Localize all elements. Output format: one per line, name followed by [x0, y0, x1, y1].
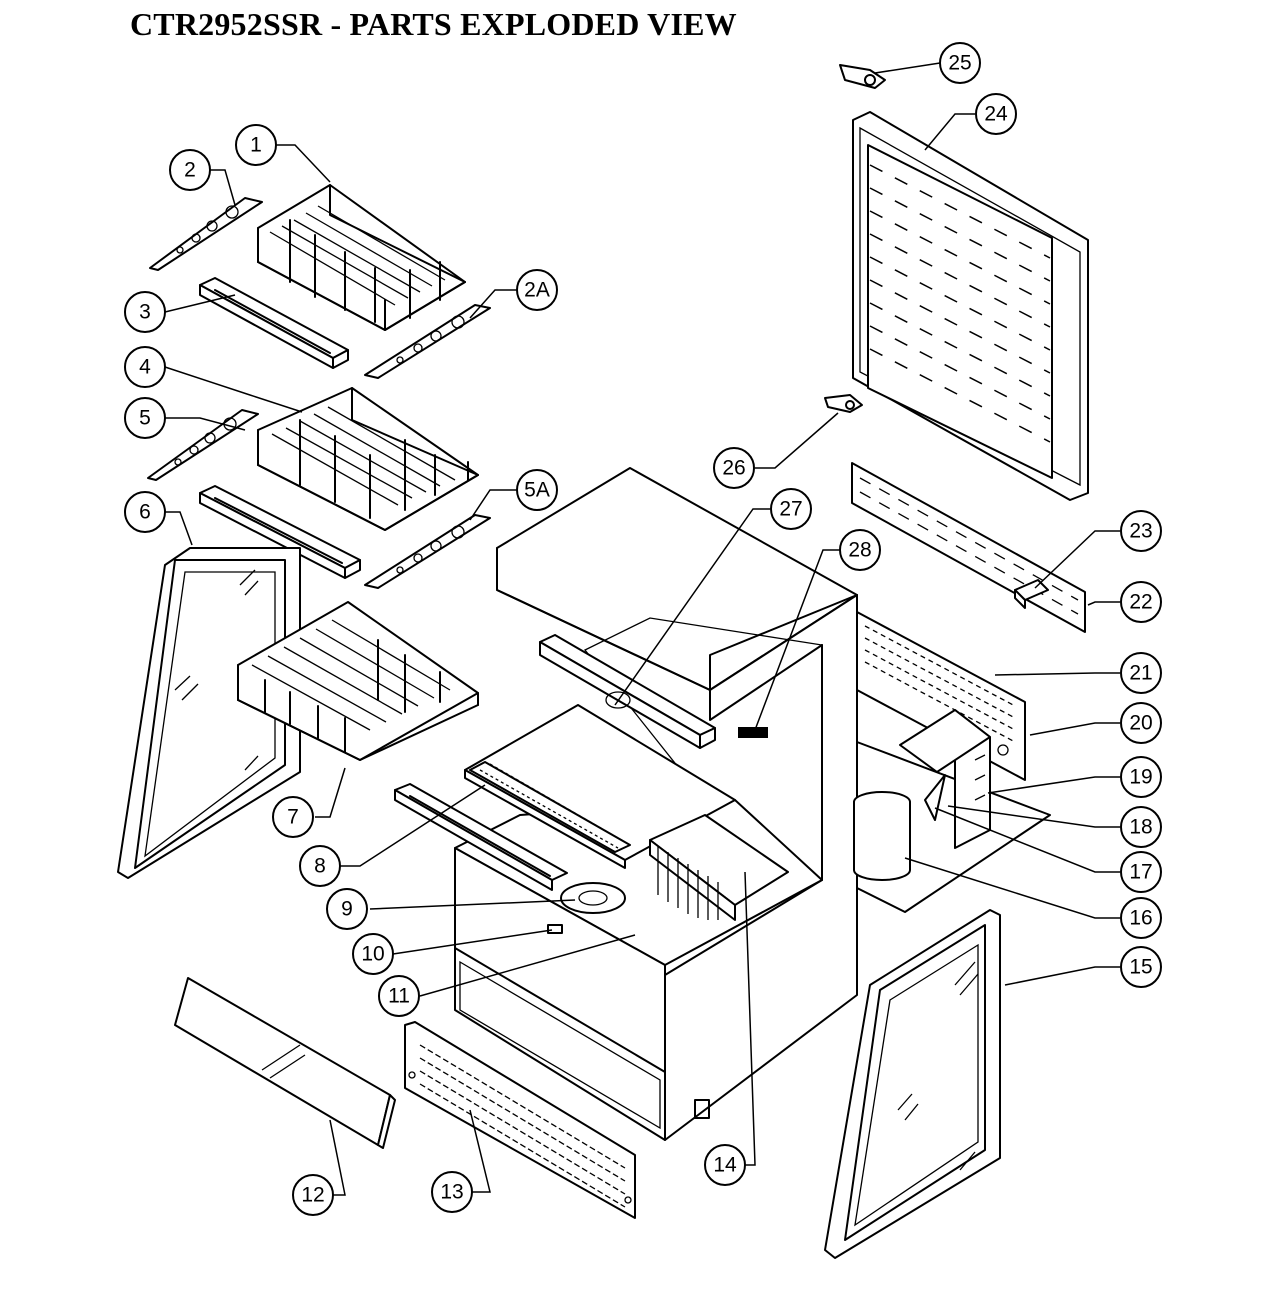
hinge-bottom [824, 394, 863, 413]
callout-1: 1 [235, 124, 277, 166]
shelf-bracket-left-top [149, 197, 263, 271]
svg-text:27: 27 [779, 498, 802, 521]
callout-3: 3 [124, 291, 166, 333]
hinge-top [839, 64, 886, 89]
svg-text:16: 16 [1129, 907, 1152, 930]
wire-shelf-middle [257, 387, 479, 531]
shelf-bracket-right-middle [364, 514, 491, 589]
callout-28: 28 [839, 529, 881, 571]
callout-17: 17 [1120, 851, 1162, 893]
callout-26: 26 [713, 447, 755, 489]
door-bottom-strip [851, 462, 1086, 633]
callout-7: 7 [272, 796, 314, 838]
svg-text:1: 1 [250, 134, 262, 157]
shelf-front-trim-top [199, 277, 349, 369]
svg-text:25: 25 [948, 52, 971, 75]
callout-8: 8 [299, 845, 341, 887]
callout-16: 16 [1120, 897, 1162, 939]
shelf-bracket-left-middle [147, 409, 259, 481]
svg-text:4: 4 [139, 356, 151, 379]
door-assembly [852, 111, 1089, 501]
svg-text:21: 21 [1129, 662, 1152, 685]
svg-text:8: 8 [314, 855, 326, 878]
svg-text:5A: 5A [524, 479, 550, 502]
svg-text:14: 14 [713, 1154, 737, 1177]
svg-text:6: 6 [139, 501, 151, 524]
svg-text:24: 24 [984, 103, 1008, 126]
page-title: CTR2952SSR - PARTS EXPLODED VIEW [130, 6, 737, 42]
callout-10: 10 [352, 933, 394, 975]
callout-5a: 5A [516, 469, 558, 511]
side-glass-panel-right [824, 909, 1001, 1259]
callout-24: 24 [975, 93, 1017, 135]
callout-13: 13 [431, 1171, 473, 1213]
front-glass-panel [174, 977, 396, 1149]
callout-14: 14 [704, 1144, 746, 1186]
callout-19: 19 [1120, 756, 1162, 798]
callout-27: 27 [770, 488, 812, 530]
front-grille [404, 1021, 636, 1219]
shelf-bracket-right-top [364, 304, 491, 379]
svg-text:18: 18 [1129, 816, 1152, 839]
svg-text:13: 13 [440, 1181, 463, 1204]
svg-text:11: 11 [388, 985, 410, 1008]
svg-text:28: 28 [848, 539, 871, 562]
svg-text:10: 10 [361, 943, 384, 966]
svg-text:23: 23 [1129, 520, 1152, 543]
callout-9: 9 [326, 888, 368, 930]
svg-text:12: 12 [301, 1184, 324, 1207]
svg-text:22: 22 [1129, 591, 1152, 614]
svg-text:19: 19 [1129, 766, 1152, 789]
svg-text:26: 26 [722, 457, 745, 480]
wire-shelf-top [257, 184, 466, 331]
svg-text:7: 7 [287, 806, 299, 829]
svg-text:17: 17 [1129, 861, 1152, 884]
svg-text:2A: 2A [524, 279, 550, 302]
svg-text:20: 20 [1129, 712, 1152, 735]
callout-12: 12 [292, 1174, 334, 1216]
side-glass-panel-left [117, 547, 301, 879]
svg-text:15: 15 [1129, 956, 1152, 979]
callout-2: 2 [169, 149, 211, 191]
leader-lines [164, 62, 1120, 1196]
callout-23: 23 [1120, 510, 1162, 552]
wire-shelf-bottom [237, 601, 479, 761]
callout-6: 6 [124, 491, 166, 533]
svg-text:2: 2 [184, 159, 196, 182]
callout-21: 21 [1120, 652, 1162, 694]
shelf-front-trim-middle [199, 485, 361, 579]
svg-text:5: 5 [139, 407, 151, 430]
callout-2a: 2A [516, 269, 558, 311]
svg-text:9: 9 [341, 898, 353, 921]
callout-22: 22 [1120, 581, 1162, 623]
callout-4: 4 [124, 346, 166, 388]
callout-15: 15 [1120, 946, 1162, 988]
callout-25: 25 [939, 42, 981, 84]
callout-5: 5 [124, 397, 166, 439]
callout-11: 11 [378, 975, 420, 1017]
cabinet-body [394, 467, 1051, 1141]
callout-20: 20 [1120, 702, 1162, 744]
callout-18: 18 [1120, 806, 1162, 848]
svg-text:3: 3 [139, 301, 151, 324]
